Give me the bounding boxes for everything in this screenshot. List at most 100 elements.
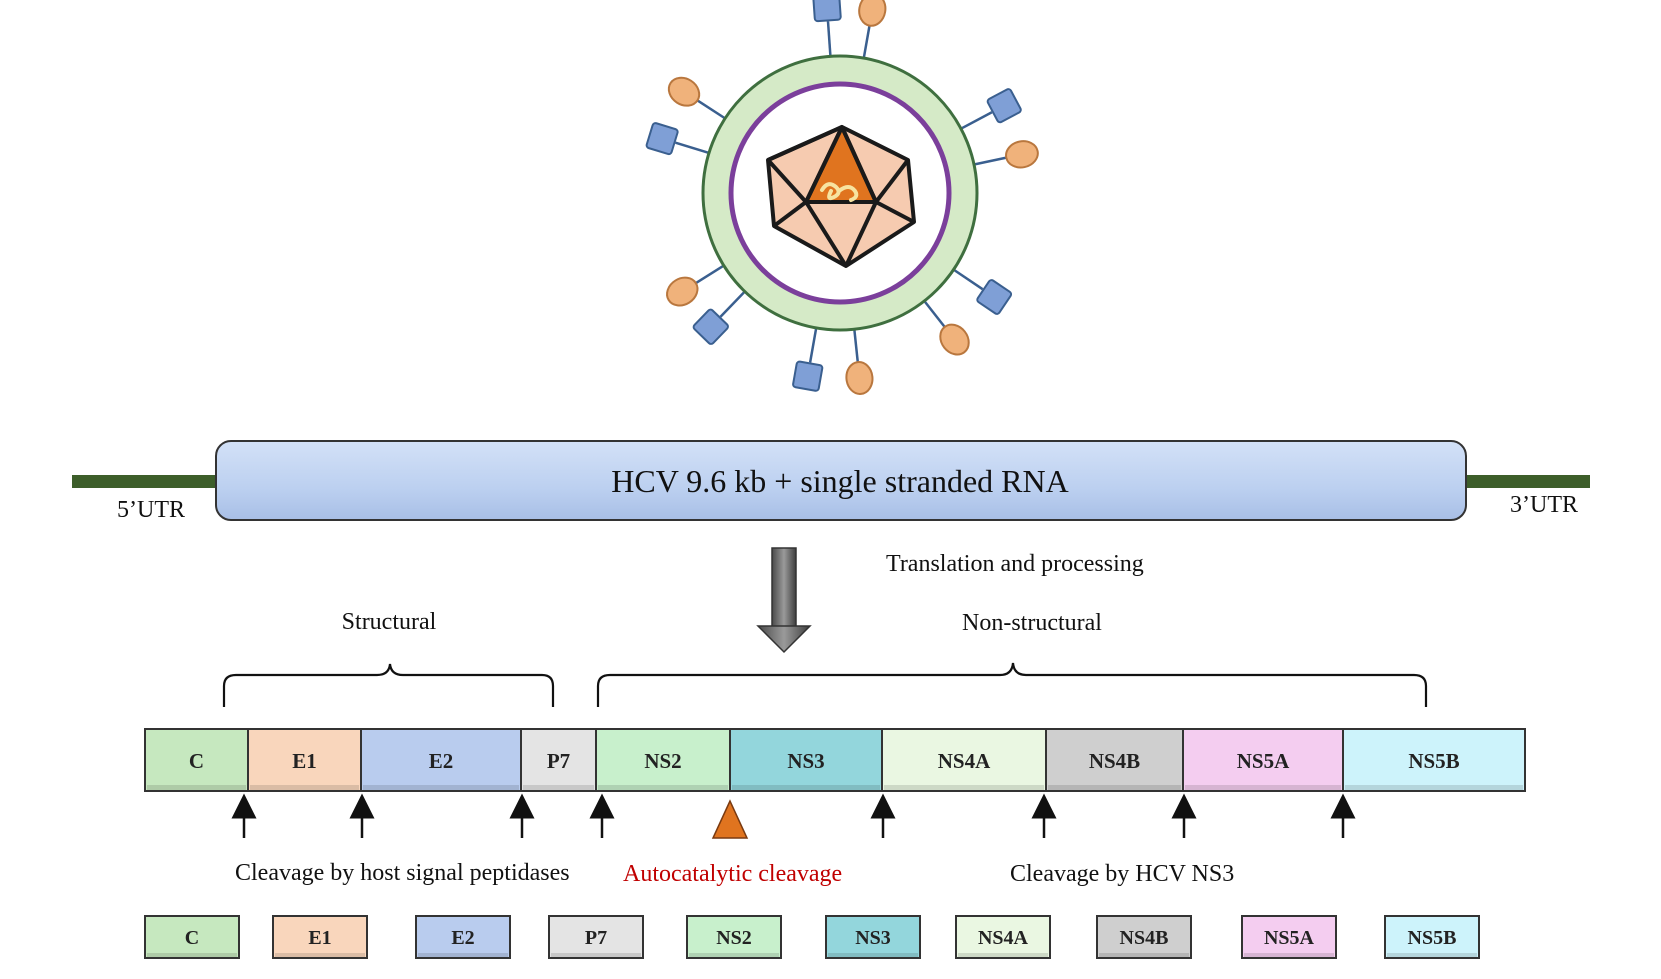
product-ns4b [1096,915,1192,959]
utr3-label: 3’UTR [1510,492,1578,518]
glycoprotein-round-icon [667,76,701,107]
rna-squiggle-icon [820,182,859,202]
product-shade [1244,953,1334,957]
glycoprotein-round-icon [845,361,874,395]
segment-ns2 [595,728,731,792]
genome-bar-group: HCV 9.6 kb + single stranded RNA 5’UTR 3… [72,440,1590,523]
spike-stem [952,268,984,291]
glycoprotein-round-icon [858,0,887,27]
segment-label: NS4B [1089,749,1140,773]
product-ns5a [1241,915,1337,959]
segment-label: E2 [429,749,454,773]
glycoprotein-square-icon [645,122,679,156]
utr5-line [72,475,222,488]
glycoprotein-square-icon [986,88,1022,124]
glycoprotein-round-icon [666,276,699,307]
segment-label: E1 [292,749,317,773]
segment-shade [1185,785,1341,790]
nonstructural-label: Non-structural [962,610,1102,636]
product-e2 [415,915,511,959]
glycoprotein-square-icon [812,0,842,23]
product-shade [275,953,365,957]
product-shade [1387,953,1477,957]
envelope-glycoproteins [645,0,1039,395]
product-label: NS2 [716,927,752,949]
segment-shade [1048,785,1181,790]
segment-shade [250,785,359,790]
segment-c [144,728,249,792]
segment-ns5b [1342,728,1526,792]
structural-brace [222,663,555,707]
segment-label: NS5B [1408,749,1459,773]
product-ns2 [686,915,782,959]
segment-ns4b [1045,728,1184,792]
product-label: E1 [308,927,331,949]
product-label: C [185,927,199,949]
product-shade [418,953,508,957]
spike-stem [675,141,710,155]
spike-stem [693,264,725,286]
spike-stem [719,290,746,318]
segment-shade [1345,785,1523,790]
segment-p7 [520,728,597,792]
segment-shade [523,785,594,790]
product-shade [828,953,918,957]
spike-stem [923,300,947,330]
product-label: NS5A [1264,927,1315,949]
product-label: NS4B [1120,927,1169,949]
nonstructural-brace [596,662,1428,707]
product-label: E2 [451,927,474,949]
spike-stem [695,98,726,120]
glycoprotein-round-icon [1005,140,1039,169]
glycoprotein-square-icon [792,360,824,392]
segment-label: C [189,749,204,773]
host-cleavage-label: Cleavage by host signal peptidases [235,860,570,886]
glycoprotein-square-icon [976,279,1013,315]
product-label: P7 [585,927,607,949]
product-shade [1099,953,1189,957]
spike-stem [973,156,1009,166]
product-e1 [272,915,368,959]
spike-stem [826,21,832,57]
spike-stem [853,329,860,365]
capsid-icon [766,125,916,268]
product-shade [147,953,237,957]
cleavage-arrows [231,793,1356,838]
segment-e1 [247,728,362,792]
product-c [144,915,240,959]
product-ns3 [825,915,921,959]
utr3-line [1460,475,1590,488]
spike-stem [862,23,872,59]
ns3-cleavage-label: Cleavage by HCV NS3 [1010,861,1234,887]
segment-label: NS4A [938,749,991,773]
hcv-virion-illustration [645,0,1039,395]
utr5-label: 5’UTR [117,497,185,523]
genome-label: HCV 9.6 kb + single stranded RNA [611,463,1068,499]
product-shade [958,953,1048,957]
glycoprotein-square-icon [692,308,729,345]
autocatalytic-cleavage-marker [711,799,749,839]
genome-bar [215,440,1467,521]
segment-label: NS5A [1237,749,1290,773]
segment-label: NS3 [787,749,824,773]
product-p7 [548,915,644,959]
glycoprotein-round-icon [939,323,970,356]
autocatalytic-cleavage-label: Autocatalytic cleavage [623,861,842,887]
product-label: NS3 [855,927,891,949]
segment-label: P7 [547,749,570,773]
translation-arrow-icon [756,547,812,654]
product-label: NS5B [1408,927,1457,949]
structural-label: Structural [342,609,437,635]
product-ns4a [955,915,1051,959]
segment-shade [363,785,519,790]
segment-e2 [360,728,522,792]
product-shade [689,953,779,957]
product-label: NS4A [978,927,1029,949]
product-shade [551,953,641,957]
segment-shade [147,785,246,790]
segment-ns5a [1182,728,1344,792]
segment-ns4a [881,728,1047,792]
segment-shade [732,785,880,790]
